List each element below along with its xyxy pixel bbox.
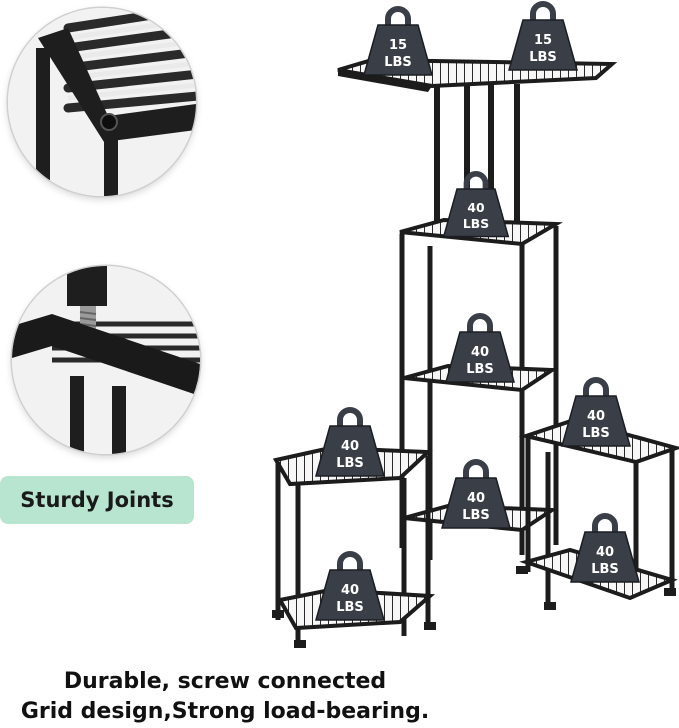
weight-value: 40 (467, 201, 484, 215)
weight-value: 40 (341, 439, 359, 454)
weight-unit: LBS (529, 50, 557, 65)
sturdy-joints-badge: Sturdy Joints (0, 476, 194, 524)
weight-unit: LBS (336, 456, 364, 471)
weights-layer: 15LBS15LBS40LBS40LBS40LBS40LBS40LBS40LBS… (315, 1, 640, 621)
weight-value: 40 (587, 409, 605, 424)
weight-value: 40 (596, 545, 614, 560)
weight-unit: LBS (591, 562, 619, 577)
weight-value: 40 (467, 491, 485, 506)
weight-unit: LBS (582, 426, 610, 441)
weight-value: 15 (534, 33, 552, 48)
detail-corner-closeup (8, 8, 196, 196)
weight-unit: LBS (336, 600, 364, 615)
weight-value: 15 (389, 38, 407, 53)
weight-unit: LBS (462, 508, 490, 523)
weight-unit: LBS (466, 362, 494, 377)
detail-screw-joint-closeup (12, 266, 200, 454)
weight-value: 40 (341, 583, 359, 598)
weight-unit: LBS (463, 217, 489, 231)
weight-value: 40 (471, 345, 489, 360)
caption-line-2: Grid design,Strong load-bearing. (20, 699, 430, 724)
caption-line-1: Durable, screw connected (63, 669, 387, 694)
weight-unit: LBS (384, 55, 412, 70)
